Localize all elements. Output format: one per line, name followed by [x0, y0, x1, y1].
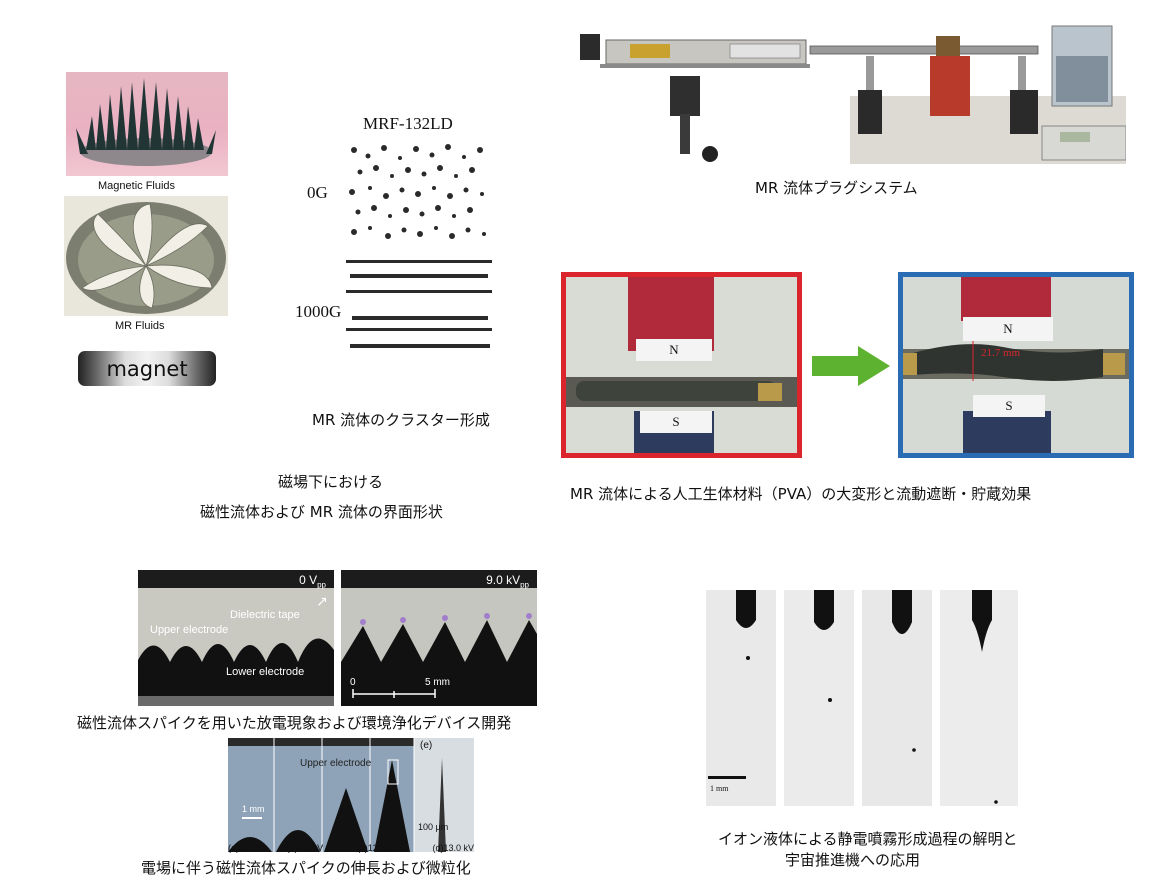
- dielectric-tape-label: Dielectric tape: [230, 609, 300, 621]
- mrf-1000g-image: [346, 254, 492, 362]
- pva-after-n-label: N: [1003, 321, 1013, 336]
- mrf-1000g-label: 1000G: [295, 302, 342, 321]
- ionic-scale-label: 1 mm: [710, 784, 729, 793]
- ionic-caption-line1: イオン液体による静電噴霧形成過程の解明と: [718, 830, 1018, 848]
- magnetic-fluids-photo: [66, 72, 228, 176]
- ionic-scale-bar-icon: [708, 776, 746, 779]
- spike-right-voltage-sub: pp: [520, 580, 529, 590]
- magnet-label: magnet: [106, 356, 188, 381]
- elongation-label-d: (d)13.0 kV: [432, 843, 474, 853]
- ionic-caption-line2: 宇宙推進機への応用: [785, 851, 921, 869]
- pva-caption: MR 流体による人工生体材料（PVA）の大変形と流動遮断・貯蔵効果: [570, 485, 1032, 503]
- mr-fluids-label: MR Fluids: [115, 320, 165, 332]
- spike-left-voltage-value: 0 V: [299, 573, 318, 587]
- elongation-voltage-labels: (a)0 V (b)6.0 kV (c)12.0 kV (d)13.0 kV: [228, 843, 474, 853]
- elongation-upper-electrode: Upper electrode: [300, 758, 372, 769]
- mrf-title: MRF-132LD: [363, 114, 453, 133]
- ionic-spray-photo: [706, 590, 1018, 806]
- pva-after-s-label: S: [1005, 398, 1013, 413]
- spike-left-voltage-sub: pp: [317, 580, 326, 590]
- magnetic-fluids-label: Magnetic Fluids: [98, 180, 176, 192]
- pva-after-photo: N S 21.7 mm: [898, 272, 1134, 458]
- elongation-panel-e: (e): [420, 740, 433, 751]
- green-arrow-icon: [812, 346, 890, 386]
- mr-plug-system-photo: [580, 16, 1126, 164]
- spike-right-voltage: 9.0 kVpp: [486, 573, 529, 589]
- mrf-0g-label: 0G: [307, 183, 328, 202]
- spike-left-voltage: 0 Vpp: [299, 573, 326, 589]
- pva-before-n-tag: N: [636, 339, 712, 361]
- elongation-label-a: (a)0 V: [228, 843, 253, 853]
- interface-caption-line2: 磁性流体および MR 流体の界面形状: [200, 503, 443, 521]
- spike-caption: 磁性流体スパイクを用いた放電現象および環境浄化デバイス開発: [77, 714, 512, 732]
- elongation-scale-100um: 100 μm: [418, 822, 449, 832]
- elongation-photo: Upper electrode 1 mm (e) 100 μm: [228, 738, 474, 852]
- upper-electrode-label: Upper electrode: [150, 624, 229, 636]
- spike-scale-zero: 0: [350, 677, 356, 688]
- pva-after-n-tag: N: [963, 317, 1053, 341]
- pva-measure-label: 21.7 mm: [981, 347, 1021, 359]
- dielectric-tape-arrow-icon: ↗: [316, 594, 328, 610]
- spike-9kv-photo: 9.0 kVpp 0 5 mm: [341, 570, 537, 706]
- mrf-0g-image: [344, 140, 490, 248]
- elongation-caption: 電場に伴う磁性流体スパイクの伸長および微粒化: [141, 859, 471, 877]
- spike-right-voltage-value: 9.0 kV: [486, 573, 521, 587]
- elongation-label-c: (c)12.0 kV: [357, 843, 399, 853]
- lower-electrode-label: Lower electrode: [226, 666, 305, 678]
- mr-fluids-photo: [64, 196, 228, 316]
- pva-before-s-label: S: [672, 414, 680, 429]
- pva-before-photo: N S: [561, 272, 802, 458]
- interface-caption-line1: 磁場下における: [278, 473, 384, 491]
- spike-scale-five: 5 mm: [425, 677, 450, 688]
- elongation-scale-1mm: 1 mm: [242, 804, 265, 814]
- elongation-label-b: (b)6.0 kV: [286, 843, 324, 853]
- magnet-label-badge: magnet: [78, 351, 216, 386]
- plug-caption: MR 流体プラグシステム: [755, 179, 918, 197]
- cluster-caption: MR 流体のクラスター形成: [312, 411, 490, 429]
- pva-before-n-label: N: [669, 342, 679, 357]
- pva-after-s-tag: S: [973, 395, 1045, 417]
- pva-before-s-tag: S: [640, 411, 712, 433]
- spike-0v-photo: 0 Vpp Dielectric tape ↗ Upper electrode …: [138, 570, 334, 706]
